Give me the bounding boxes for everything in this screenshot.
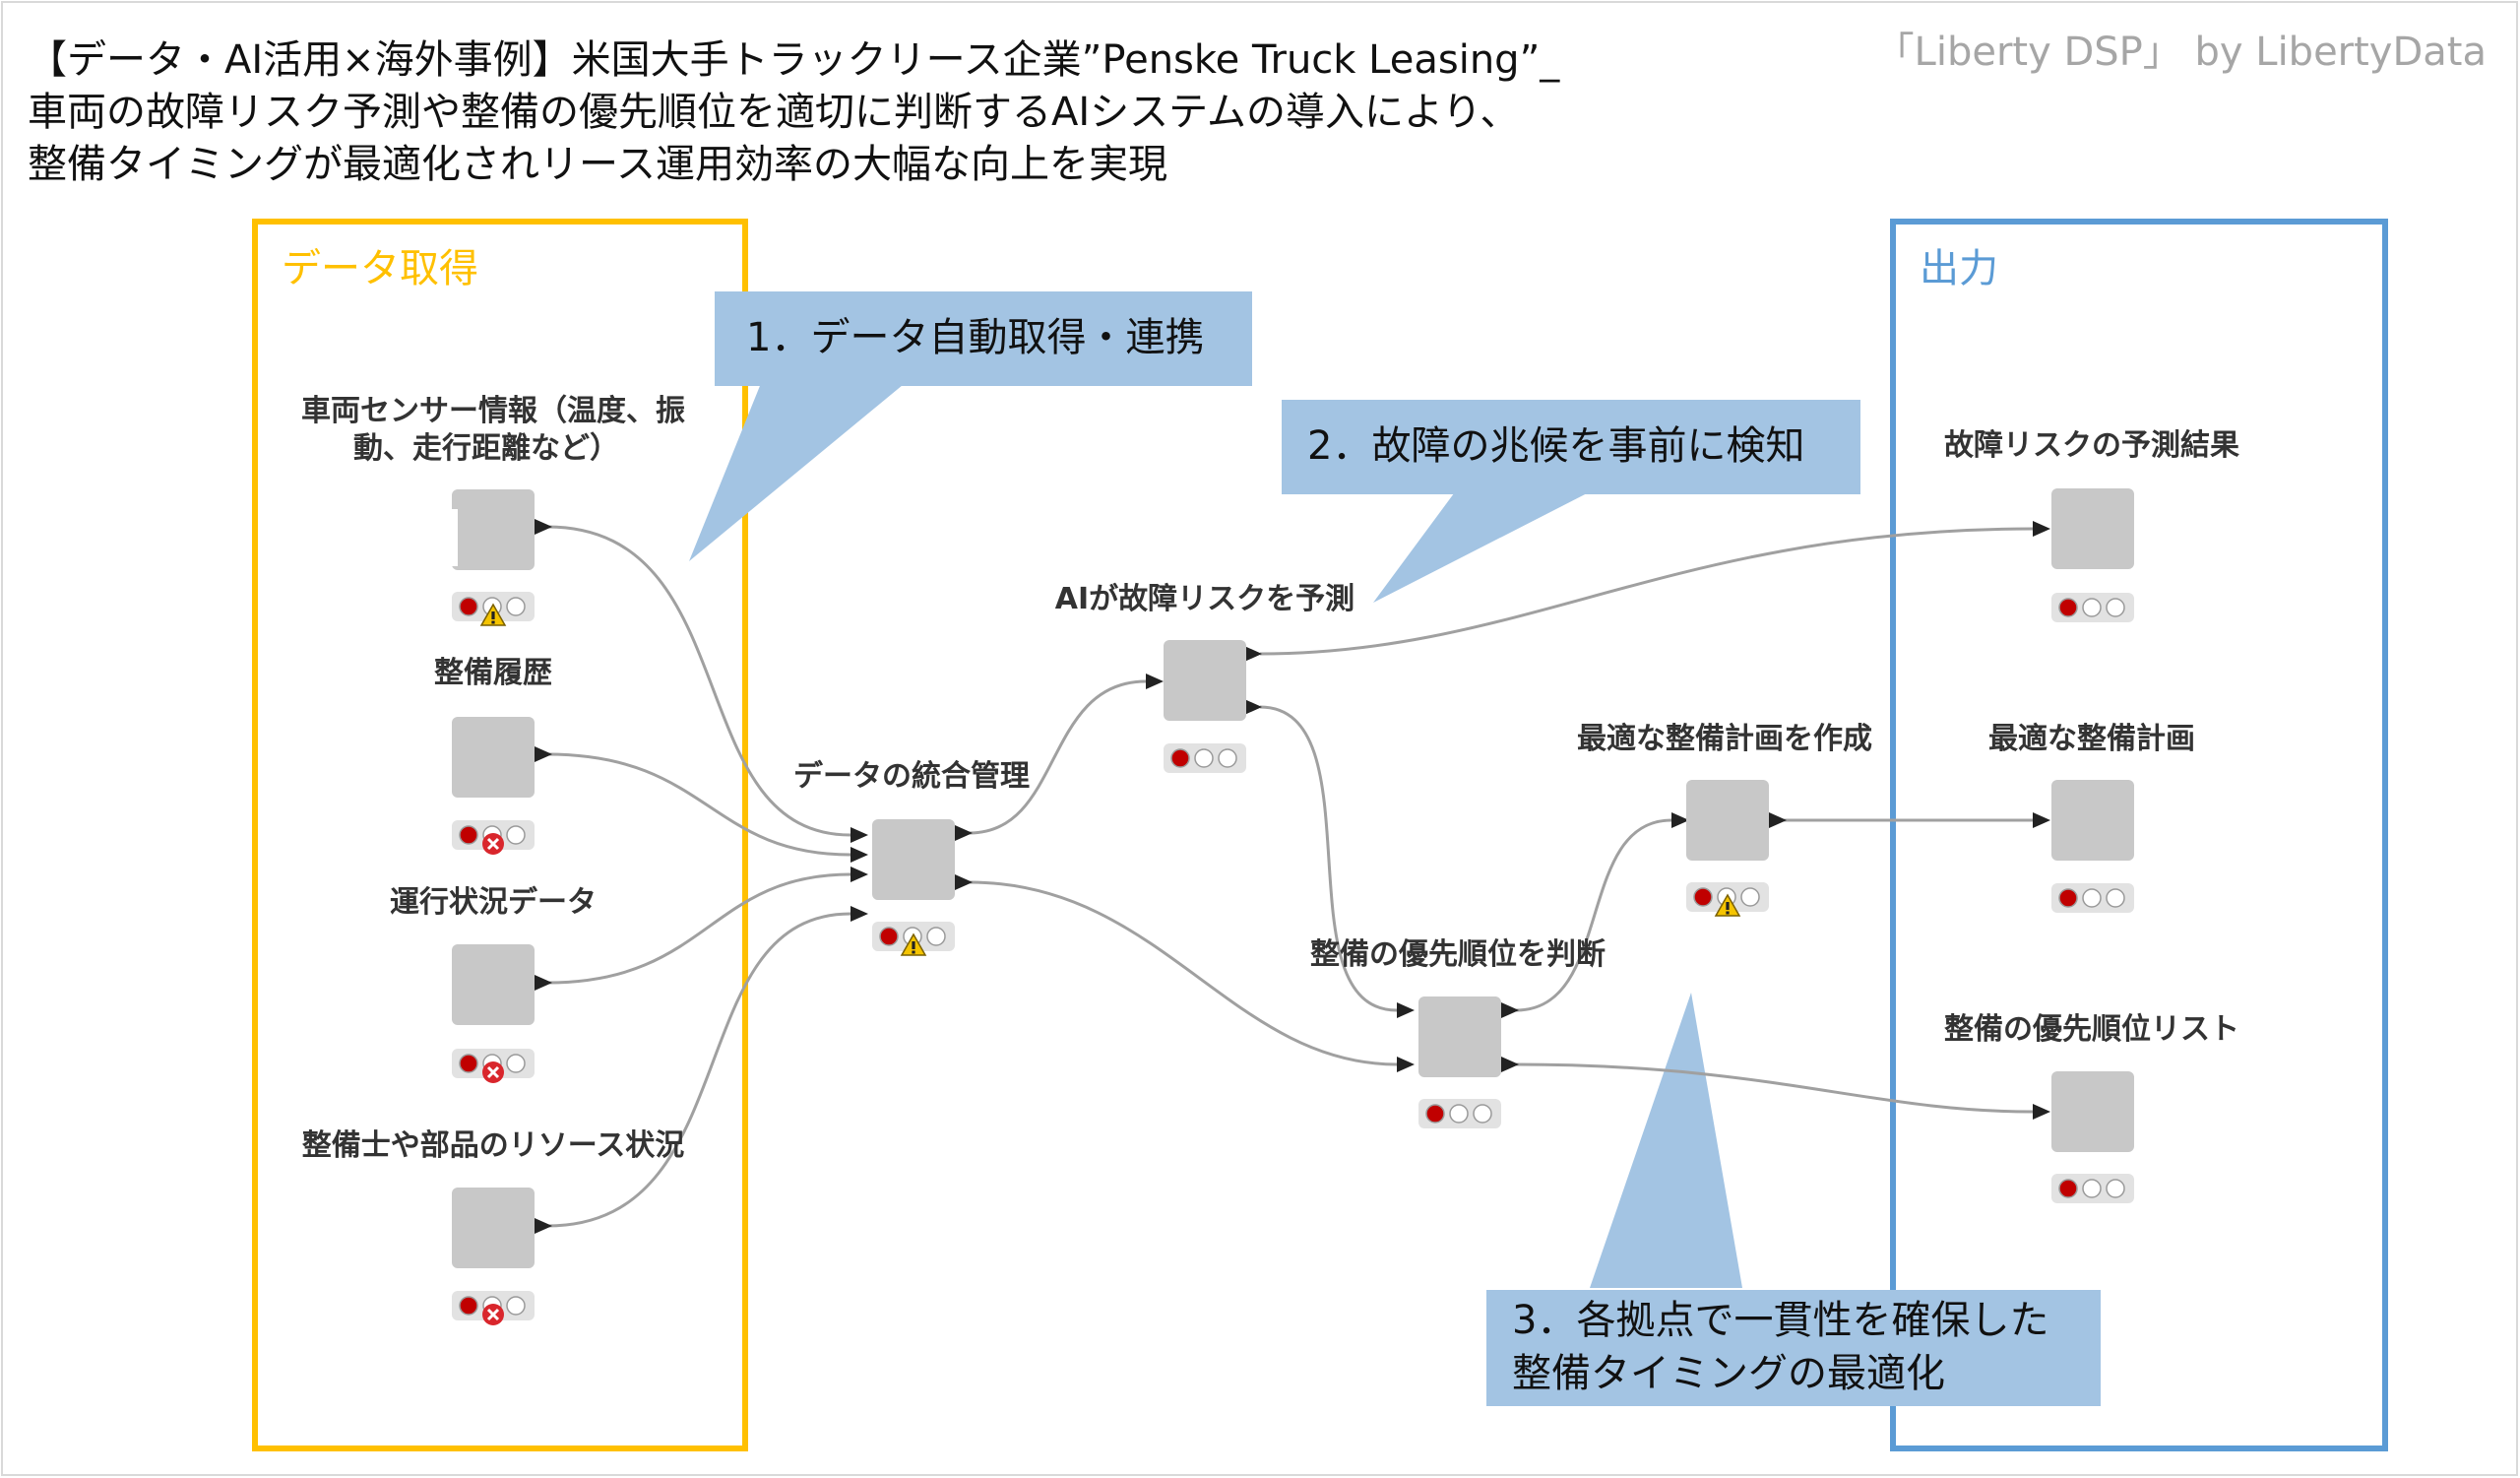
callout-1: 1．データ自動取得・連携 xyxy=(715,291,1252,386)
port-outrisk-in xyxy=(2033,521,2050,537)
node-maintenance-history[interactable] xyxy=(452,717,535,798)
status-light-priority-judge xyxy=(1418,1099,1501,1128)
edge-priority-plan xyxy=(1515,818,1672,1012)
port-sensor-out xyxy=(535,519,552,535)
edge-history-integration xyxy=(546,752,851,857)
node-operation-status-label: 運行状況データ xyxy=(390,885,597,920)
status-light-maintenance-history xyxy=(452,820,535,857)
node-out-risk-label: 故障リスクの予測結果 xyxy=(1944,428,2239,463)
callout-2-pointer xyxy=(1373,489,1595,603)
port-plan-out xyxy=(1769,812,1787,828)
edge-ai-outrisk xyxy=(1259,527,2034,656)
callout-1-text: 1．データ自動取得・連携 xyxy=(746,315,1205,360)
port-ai-out-2 xyxy=(1244,699,1262,715)
node-sensor[interactable] xyxy=(452,489,535,570)
error-icon xyxy=(480,831,506,857)
node-integration[interactable] xyxy=(872,819,955,900)
status-light-resources xyxy=(452,1291,535,1327)
status-light-sensor xyxy=(452,592,535,626)
port-outplan-in xyxy=(2033,812,2050,828)
node-out-risk[interactable] xyxy=(2051,488,2134,569)
error-icon xyxy=(480,1060,506,1085)
output-group-label: 出力 xyxy=(1920,246,1998,291)
edge-integration-priority xyxy=(969,880,1398,1066)
edge-resources-integration xyxy=(546,912,851,1228)
port-ai-in xyxy=(1146,674,1164,689)
status-light-out-priority xyxy=(2051,1174,2134,1203)
node-out-priority-label: 整備の優先順位リスト xyxy=(1944,1012,2239,1047)
input-group-label: データ取得 xyxy=(282,246,478,291)
node-plan-create-label: 最適な整備計画を作成 xyxy=(1577,722,1872,756)
page-title-line-1: 【データ・AI活用×海外事例】米国大手トラックリース企業”Penske Truc… xyxy=(28,37,1560,83)
node-sensor-label-2: 動、走行距離など） xyxy=(353,431,619,466)
port-priority-in-2 xyxy=(1397,1057,1415,1072)
edge-operation-integration xyxy=(546,872,851,985)
port-history-out xyxy=(535,746,552,762)
callout-2: 2．故障の兆候を事前に検知 xyxy=(1282,400,1860,494)
port-integration-in-1 xyxy=(850,827,868,843)
callout-3: 3．各拠点で一貫性を確保した 整備タイミングの最適化 xyxy=(1486,1290,2101,1406)
node-integration-label: データの統合管理 xyxy=(793,759,1030,794)
node-sensor-notch xyxy=(452,509,458,566)
port-integration-in-2 xyxy=(850,847,868,863)
callout-3-text-line1: 3．各拠点で一貫性を確保した xyxy=(1512,1298,2049,1343)
callout-3-pointer xyxy=(1590,993,1742,1288)
port-integration-out-1 xyxy=(955,825,973,841)
callout-2-text: 2．故障の兆候を事前に検知 xyxy=(1307,423,1805,469)
port-integration-in-3 xyxy=(850,867,868,882)
edge-priority-outpriority xyxy=(1515,1062,2034,1114)
node-resources-label: 整備士や部品のリソース状況 xyxy=(301,1128,685,1163)
port-priority-in-1 xyxy=(1397,1002,1415,1018)
port-ai-out-1 xyxy=(1244,646,1262,662)
node-priority-judge-label: 整備の優先順位を判断 xyxy=(1310,937,1606,972)
output-group-box xyxy=(1890,219,2388,1451)
edge-sensor-integration xyxy=(546,525,851,837)
port-priority-out-1 xyxy=(1501,1002,1519,1018)
input-group-box xyxy=(252,219,748,1451)
node-ai-predict-label: AIが故障リスクを予測 xyxy=(1054,582,1355,616)
node-out-plan[interactable] xyxy=(2051,780,2134,861)
callout-1-pointer xyxy=(689,366,925,561)
node-plan-create[interactable] xyxy=(1686,780,1769,861)
error-icon xyxy=(480,1302,506,1327)
callout-3-text-line2: 整備タイミングの最適化 xyxy=(1512,1351,1945,1396)
port-resources-out xyxy=(535,1218,552,1234)
status-light-out-plan xyxy=(2051,883,2134,913)
status-indicators xyxy=(452,592,2134,1327)
port-operation-out xyxy=(535,975,552,991)
port-integration-out-2 xyxy=(955,874,973,890)
port-outpriority-in xyxy=(2033,1104,2050,1120)
port-plan-in xyxy=(1671,812,1689,828)
node-out-plan-label: 最適な整備計画 xyxy=(1988,722,2195,756)
node-operation-status[interactable] xyxy=(452,944,535,1025)
edge-ai-priority xyxy=(1259,705,1398,1012)
credit-text: 「Liberty DSP」 by LibertyData xyxy=(1874,30,2487,75)
node-out-priority[interactable] xyxy=(2051,1071,2134,1152)
node-maintenance-history-label: 整備履歴 xyxy=(434,656,552,690)
status-light-ai-predict xyxy=(1164,743,1246,773)
port-priority-out-2 xyxy=(1501,1057,1519,1072)
edge-integration-ai xyxy=(969,679,1147,835)
node-ai-predict[interactable] xyxy=(1164,640,1246,721)
node-resources[interactable] xyxy=(452,1188,535,1268)
status-light-plan-create xyxy=(1686,882,1769,917)
node-sensor-label-1: 車両センサー情報（温度、振 xyxy=(301,394,685,428)
status-light-operation-status xyxy=(452,1049,535,1085)
port-integration-in-4 xyxy=(850,906,868,922)
status-light-out-risk xyxy=(2051,593,2134,622)
node-priority-judge[interactable] xyxy=(1418,996,1501,1077)
page-title-line-3: 整備タイミングが最適化されリース運用効率の大幅な向上を実現 xyxy=(28,142,1167,187)
page-title-line-2: 車両の故障リスク予測や整備の優先順位を適切に判断するAIシステムの導入により、 xyxy=(28,90,1520,135)
status-light-integration xyxy=(872,922,955,956)
